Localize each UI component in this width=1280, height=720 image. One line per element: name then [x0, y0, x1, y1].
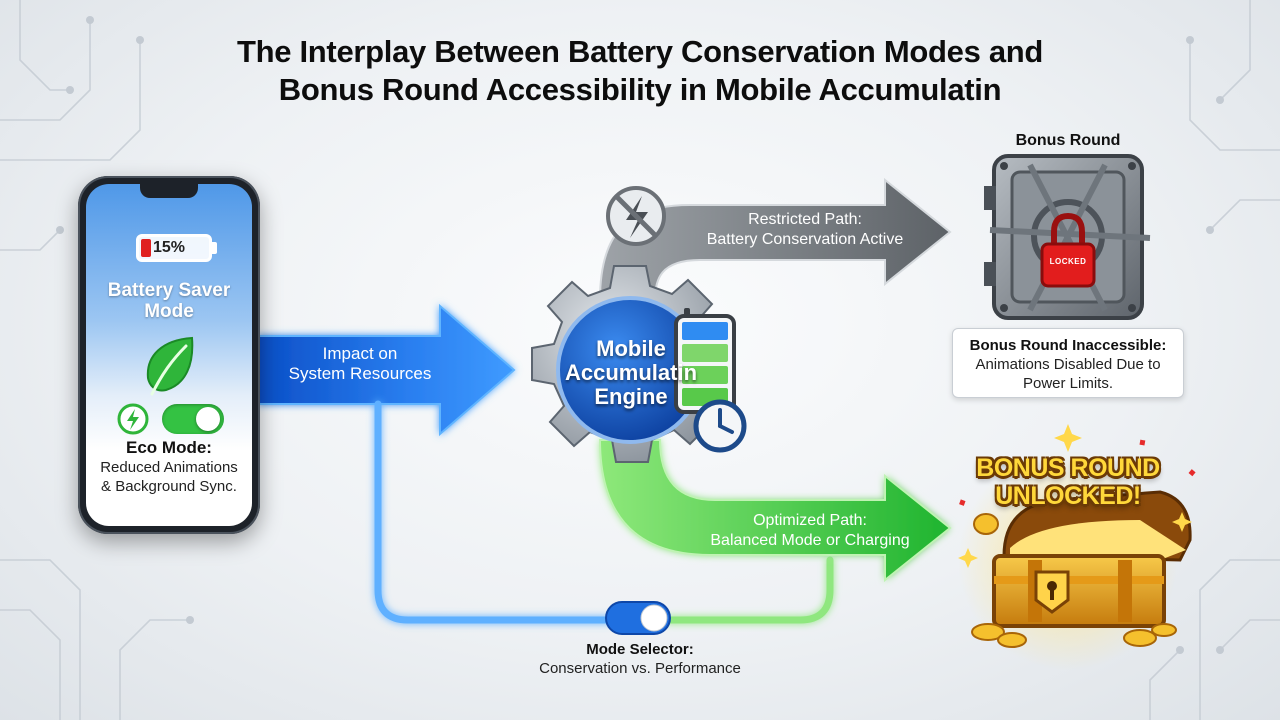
restricted-path-label: Restricted Path: Battery Conservation Ac…	[690, 210, 920, 250]
phone-notch	[140, 184, 198, 198]
clock-icon	[693, 399, 747, 453]
leaf-icon	[146, 336, 194, 396]
impact-arrow	[257, 303, 516, 437]
battery-indicator: 15%	[136, 234, 212, 262]
restricted-path-label-line2: Battery Conservation Active	[706, 231, 904, 248]
bonus-inaccessible-info: Bonus Round Inaccessible: Animations Dis…	[952, 328, 1184, 398]
optimized-path-arrow	[598, 439, 952, 583]
bonus-round-label: Bonus Round	[1015, 132, 1121, 149]
engine-label-line1: Mobile	[596, 336, 666, 361]
mode-selector-description: Conservation vs. Performance	[539, 660, 741, 677]
green-performance-line	[664, 556, 834, 624]
eco-mode-description-line1: Reduced Animations	[100, 459, 238, 476]
gear-icon	[531, 265, 729, 463]
circuit-nodes	[56, 16, 1224, 654]
treasure-chest-icon	[958, 424, 1196, 670]
page-title-line1: The Interplay Between Battery Conservati…	[236, 34, 1044, 69]
restricted-path-label-line1: Restricted Path:	[748, 211, 862, 228]
bonus-inaccessible-title: Bonus Round Inaccessible:	[969, 337, 1167, 354]
mode-selector-title: Mode Selector:	[586, 641, 694, 658]
phone-screen: 15% Battery Saver Mode Eco Mode: Reduced…	[86, 184, 252, 526]
lightning-bolt-icon	[117, 403, 149, 435]
bonus-inaccessible-line1: Animations Disabled Due to	[975, 356, 1161, 373]
bonus-unlocked-line2: UNLOCKED!	[995, 482, 1141, 510]
vault-icon	[984, 154, 1151, 320]
padlock-icon	[1040, 212, 1096, 288]
engine-label: Mobile Accumulatin Engine	[556, 337, 706, 409]
impact-arrow-label: Impact on System Resources	[270, 344, 450, 384]
eco-mode-toggle[interactable]	[162, 404, 224, 434]
optimized-path-label-line1: Optimized Path:	[753, 512, 867, 529]
bonus-inaccessible-line2: Power Limits.	[1022, 375, 1114, 392]
blue-conservation-line	[374, 400, 616, 624]
optimized-path-label-line2: Balanced Mode or Charging	[710, 532, 910, 549]
no-power-icon	[606, 186, 666, 246]
impact-arrow-label-line1: Impact on	[322, 344, 398, 363]
eco-mode-description-line2: & Background Sync.	[101, 478, 237, 495]
battery-level-fill	[141, 239, 151, 257]
battery-saver-title: Battery Saver Mode	[86, 280, 252, 322]
eco-mode-title: Eco Mode:	[126, 438, 212, 457]
mode-selector-toggle	[605, 601, 671, 635]
engine-label-line2: Accumulatin	[564, 360, 698, 385]
restricted-path-arrow	[598, 177, 952, 301]
engine-label-line3: Engine	[594, 384, 668, 409]
battery-saver-title-line2: Mode	[144, 301, 194, 322]
padlock-label: LOCKED	[1049, 257, 1087, 266]
page-title-line2: Bonus Round Accessibility in Mobile Accu…	[278, 72, 1002, 107]
eco-mode-toggle-knob	[196, 407, 220, 431]
battery-percent: 15%	[153, 239, 186, 256]
battery-cap	[212, 242, 217, 254]
battery-saver-title-line1: Battery Saver	[107, 280, 231, 301]
phone-mockup: 15% Battery Saver Mode Eco Mode: Reduced…	[78, 176, 260, 534]
optimized-path-label: Optimized Path: Balanced Mode or Chargin…	[695, 511, 925, 551]
bonus-unlocked-line1: BONUS ROUND	[976, 454, 1160, 482]
impact-arrow-label-line2: System Resources	[288, 364, 432, 383]
bonus-unlocked-banner: BONUS ROUND UNLOCKED!	[958, 454, 1178, 510]
eco-mode-description: Reduced Animations & Background Sync.	[86, 458, 252, 496]
